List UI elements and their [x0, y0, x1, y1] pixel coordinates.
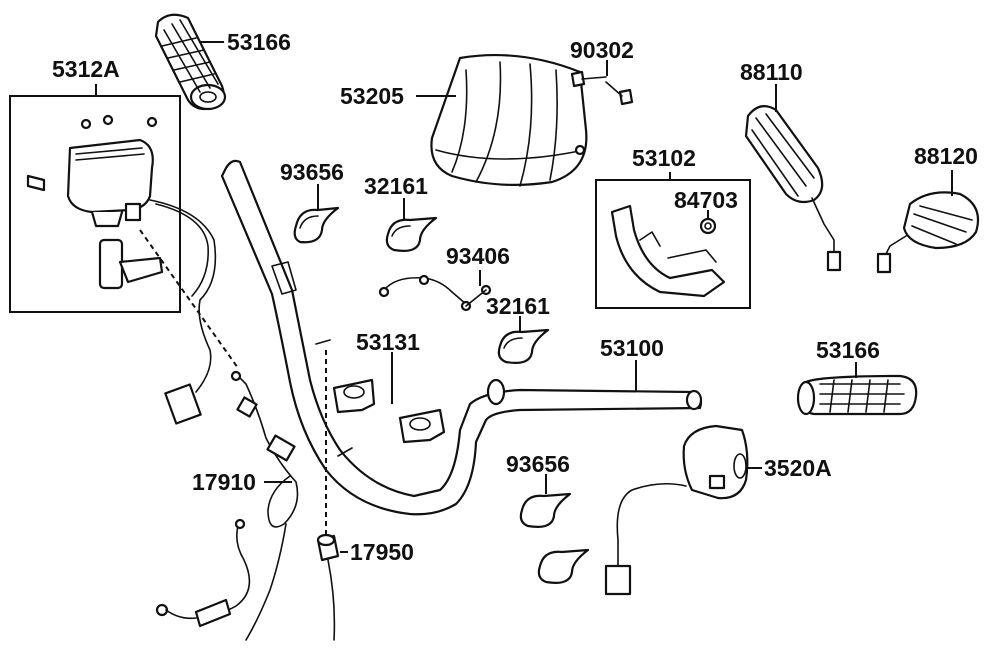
clip-mid-top — [385, 216, 438, 252]
label-bracket: 53102 — [632, 145, 696, 171]
label-brake-cable: 17950 — [350, 539, 414, 565]
label-mirror-left: 88110 — [740, 59, 803, 85]
label-grip-right: 53166 — [816, 337, 880, 363]
label-grip-left: 53166 — [227, 29, 291, 55]
right-switch — [604, 424, 749, 596]
label-bolt: 90302 — [570, 37, 634, 63]
label-handlebar: 53100 — [600, 335, 664, 361]
handlebar-holder — [332, 378, 446, 444]
windscreen — [430, 54, 588, 187]
label-windscreen: 53205 — [340, 83, 404, 109]
label-mirror-right: 88120 — [914, 143, 978, 169]
brake-master-cylinder — [26, 114, 164, 290]
brake-master-box — [9, 95, 181, 313]
left-grip — [154, 13, 227, 111]
label-clip-bottom: 93656 — [506, 451, 570, 477]
bracket-box — [595, 179, 751, 309]
right-grip — [796, 374, 918, 416]
brake-switch-connector — [164, 383, 202, 425]
label-clip-mid-top: 32161 — [364, 173, 428, 199]
mirror-left — [744, 105, 842, 272]
label-clip-mid: 32161 — [486, 293, 550, 319]
throttle-cable — [155, 370, 299, 641]
label-throttle-cable: 17910 — [192, 469, 256, 495]
label-wire-clamp: 93406 — [446, 243, 510, 269]
bracket — [610, 204, 726, 298]
mirror-right — [876, 191, 980, 274]
label-switch-right: 3520A — [764, 455, 832, 481]
brake-cable — [316, 350, 340, 641]
label-nut: 84703 — [674, 187, 738, 213]
wire-clamp — [378, 274, 492, 312]
clip-left — [293, 206, 340, 244]
bolts — [570, 70, 634, 106]
label-clip-left: 93656 — [280, 159, 344, 185]
label-holder: 53131 — [356, 329, 420, 355]
clips-bottom — [519, 492, 590, 584]
brake-hose — [149, 199, 217, 393]
clip-mid — [497, 328, 550, 364]
label-brake-master: 5312A — [52, 56, 120, 82]
